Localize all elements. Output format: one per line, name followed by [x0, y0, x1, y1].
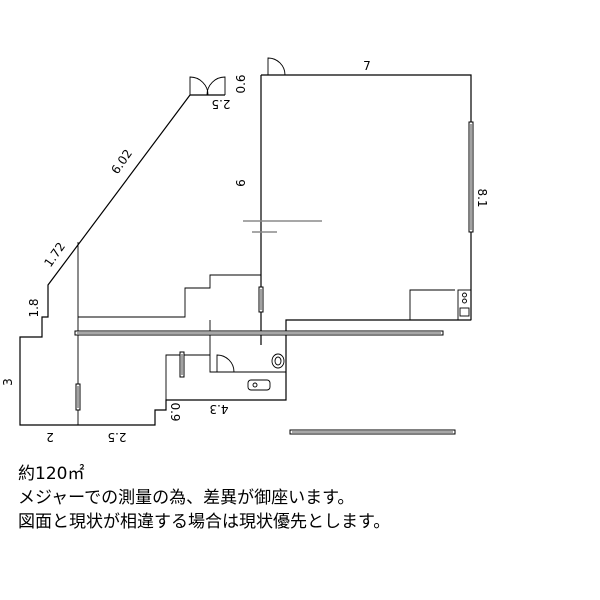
dim-diagonal-long: 6.02 [108, 147, 135, 177]
dim-diagonal-short: 1.72 [41, 240, 68, 270]
toilet-door [216, 354, 235, 373]
measurement-disclaimer: メジャーでの測量の為、差異が御座います。 [18, 488, 355, 508]
dim-top-small: 0.6 [234, 74, 248, 93]
dim-bottom-left: 2 [46, 430, 54, 444]
washbasin-fixture [247, 379, 271, 391]
dim-left-step: 1.8 [27, 298, 41, 317]
dimension-labels: 7 8.1 6 0.6 2.5 6.02 1.72 1.8 3 2 2.5 0.… [1, 59, 489, 444]
dim-right-wall: 8.1 [475, 188, 489, 207]
dim-bottom-mid: 2.5 [107, 430, 126, 444]
toilet-fixture [271, 353, 285, 369]
plan-notes: 約120㎡ メジャーでの測量の為、差異が御座います。 図面と現状が相違する場合は… [18, 462, 598, 534]
outer-walls [19, 74, 472, 426]
top-door [267, 57, 286, 76]
dim-left-wall: 3 [1, 378, 15, 386]
floor-plan: 7 8.1 6 0.6 2.5 6.02 1.72 1.8 3 2 2.5 0.… [1, 57, 489, 444]
kitchen-counter [457, 289, 472, 321]
priority-disclaimer: 図面と現状が相違する場合は現状優先とします。 [18, 512, 391, 532]
dim-top-right-wall: 7 [363, 59, 371, 73]
area-note: 約120㎡ [18, 464, 85, 484]
dim-bath-width: 4.3 [209, 402, 228, 416]
entrance-door [189, 76, 226, 96]
dim-bottom-step: 0.9 [168, 402, 182, 421]
dim-center-wall: 6 [234, 179, 248, 187]
windows [74, 121, 474, 435]
dim-entrance-width: 2.5 [211, 97, 230, 111]
